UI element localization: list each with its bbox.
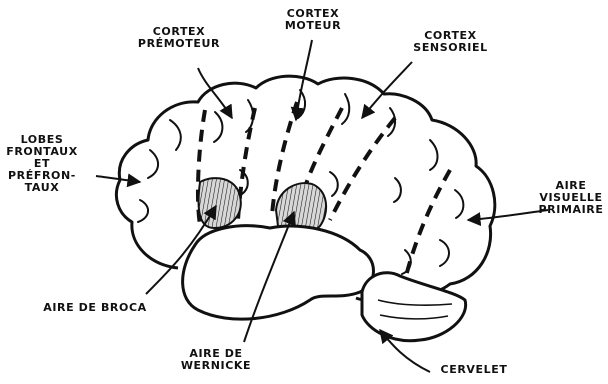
label-aire-wernicke: AIRE DE WERNICKE [176, 348, 256, 372]
label-cortex-moteur: CORTEX MOTEUR [278, 8, 348, 32]
label-lobes-frontaux: LOBES FRONTAUX ET PRÉFRON- TAUX [2, 134, 82, 194]
label-cortex-premoteur: CORTEX PRÉMOTEUR [129, 26, 229, 50]
label-aire-broca: AIRE DE BROCA [30, 302, 160, 314]
temporal-lobe [183, 226, 374, 319]
broca-area [199, 178, 241, 228]
label-cervelet: CERVELET [424, 364, 524, 376]
label-aire-visuelle: AIRE VISUELLE PRIMAIRE [536, 180, 606, 216]
label-cortex-sensoriel: CORTEX SENSORIEL [403, 30, 498, 54]
